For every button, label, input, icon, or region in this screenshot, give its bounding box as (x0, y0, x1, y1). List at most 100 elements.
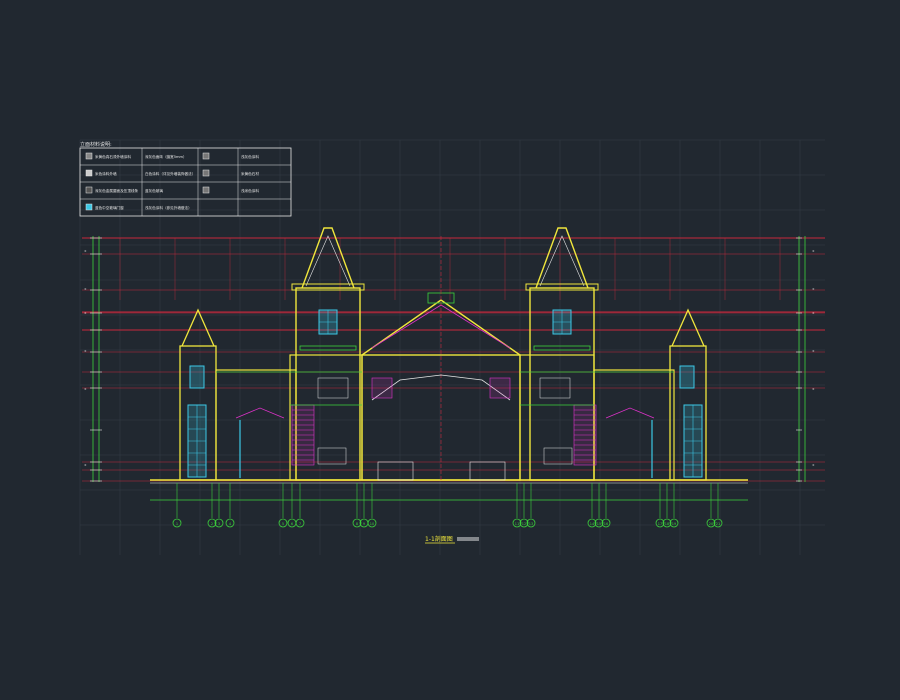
level-annotation: ± (812, 463, 815, 467)
left-small-tower (179, 308, 217, 481)
level-annotation: ± (812, 311, 815, 315)
tower-cornice (291, 283, 365, 291)
legend-cell-text: 浅米色涂料 (241, 188, 259, 193)
left-upper-room-detail (317, 377, 349, 399)
legend-cell-text: 蓝色中空玻璃门窗 (95, 205, 124, 210)
right-upper-room-detail (539, 377, 571, 399)
axis-label: 19 (672, 522, 676, 526)
axis-bubble (214, 518, 224, 528)
tower-spire (301, 227, 355, 289)
tower-floor-slab (533, 345, 591, 351)
drawing-title: 1-1剖面图 (425, 535, 453, 543)
legend-cell-text: 浅灰色涂料（参见外墙做法） (145, 205, 192, 210)
level-annotation: ± (812, 249, 815, 253)
level-annotation: ± (84, 249, 87, 253)
right-staircase (573, 404, 597, 466)
right-wing-arch (605, 407, 655, 419)
small-tower-window (189, 365, 205, 389)
small-tower-body (669, 345, 707, 481)
background-grid (79, 139, 825, 555)
drawing-title-block: 1-1剖面图 (425, 535, 479, 544)
dimension-chains: ±±±±±±±±±±±± (84, 236, 815, 482)
level-annotation: ± (812, 349, 815, 353)
legend-cell-text: 米黄色石材 (241, 171, 259, 176)
building-section (150, 227, 748, 484)
legend-cell-text: 米色涂料外墙 (95, 171, 117, 176)
legend-swatch (85, 186, 93, 194)
tower-spire-inner (539, 235, 585, 287)
axis-bubble (655, 518, 665, 528)
axis-bubble (225, 518, 235, 528)
right-end-tall-window (683, 404, 703, 478)
axis-bubble (601, 518, 611, 528)
legend-swatch-2 (202, 169, 210, 177)
level-annotation: ± (812, 387, 815, 391)
legend-cell-text: 深灰色金属屋面及压顶线条 (95, 188, 139, 193)
left-connector-walls (289, 354, 363, 481)
axis-label: 11 (515, 522, 519, 526)
legend-cell-text: 白色涂料（详见外墙装饰做法） (145, 171, 195, 176)
axis-bubble (295, 518, 305, 528)
legend-rows: 米黄色真石漆外墙涂料深灰色面砖（缝宽5mm）浅灰色涂料米色涂料外墙白色涂料（详见… (80, 148, 291, 216)
level-annotation: ± (84, 287, 87, 291)
legend-header: 立面材料说明: (80, 141, 112, 148)
left-wing-walls (215, 369, 297, 481)
material-legend-table: 立面材料说明: 米黄色真石漆外墙涂料深灰色面砖（缝宽5mm）浅灰色涂料米色涂料外… (79, 141, 292, 217)
axis-bubble (367, 518, 377, 528)
axis-label: 21 (716, 522, 720, 526)
tower-floor-slab (299, 345, 357, 351)
right-connector-walls (519, 354, 595, 481)
small-tower-spire (671, 308, 705, 347)
tower-spire (535, 227, 589, 289)
level-lines (82, 237, 825, 482)
axis-label: 6 (291, 522, 293, 526)
small-tower-window (679, 365, 695, 389)
hall-truss-detail-right (489, 377, 511, 399)
hall-base-left (377, 461, 414, 481)
axis-label: 1 (176, 522, 178, 526)
axis-bubble (587, 518, 597, 528)
axis-bubble (278, 518, 288, 528)
title-scale-mark (457, 537, 479, 541)
level-annotation: ± (84, 311, 87, 315)
left-end-tall-window (187, 404, 207, 478)
hall-base-right (469, 461, 506, 481)
main-hall-arch (371, 374, 511, 401)
axis-bubble (713, 518, 723, 528)
legend-swatch-2 (202, 186, 210, 194)
legend-cell-text: 浅灰色涂料 (241, 154, 259, 159)
axis-label: 7 (299, 522, 301, 526)
axis-label: 17 (658, 522, 662, 526)
axis-bubble (172, 518, 182, 528)
axis-label: 5 (282, 522, 284, 526)
axis-bubble (519, 518, 529, 528)
legend-cell-text: 蓝灰色玻璃 (145, 188, 163, 193)
axis-bubble (706, 518, 716, 528)
left-lower-room-detail (317, 447, 347, 465)
level-annotation: ± (84, 349, 87, 353)
left-wing-arch (235, 407, 285, 419)
small-tower-spire (181, 308, 215, 347)
legend-swatch (85, 203, 93, 211)
axis-label: 8 (356, 522, 358, 526)
tower-cornice (525, 283, 599, 291)
legend-swatch (85, 169, 93, 177)
axis-bubble (594, 518, 604, 528)
axis-label: 18 (665, 522, 669, 526)
right-lower-room-detail (543, 447, 573, 465)
axis-label: 12 (522, 522, 526, 526)
axis-label: 14 (590, 522, 595, 526)
axis-label: 4 (229, 522, 232, 526)
right-wing-walls (593, 369, 675, 481)
axis-bubble (526, 518, 536, 528)
axis-bubble (669, 518, 679, 528)
axis-bubble (207, 518, 217, 528)
axis-bubble (512, 518, 522, 528)
axis-label: 20 (709, 522, 713, 526)
left-staircase (291, 404, 315, 466)
axis-label: 16 (604, 522, 608, 526)
legend-cell-text: 米黄色真石漆外墙涂料 (95, 154, 131, 159)
